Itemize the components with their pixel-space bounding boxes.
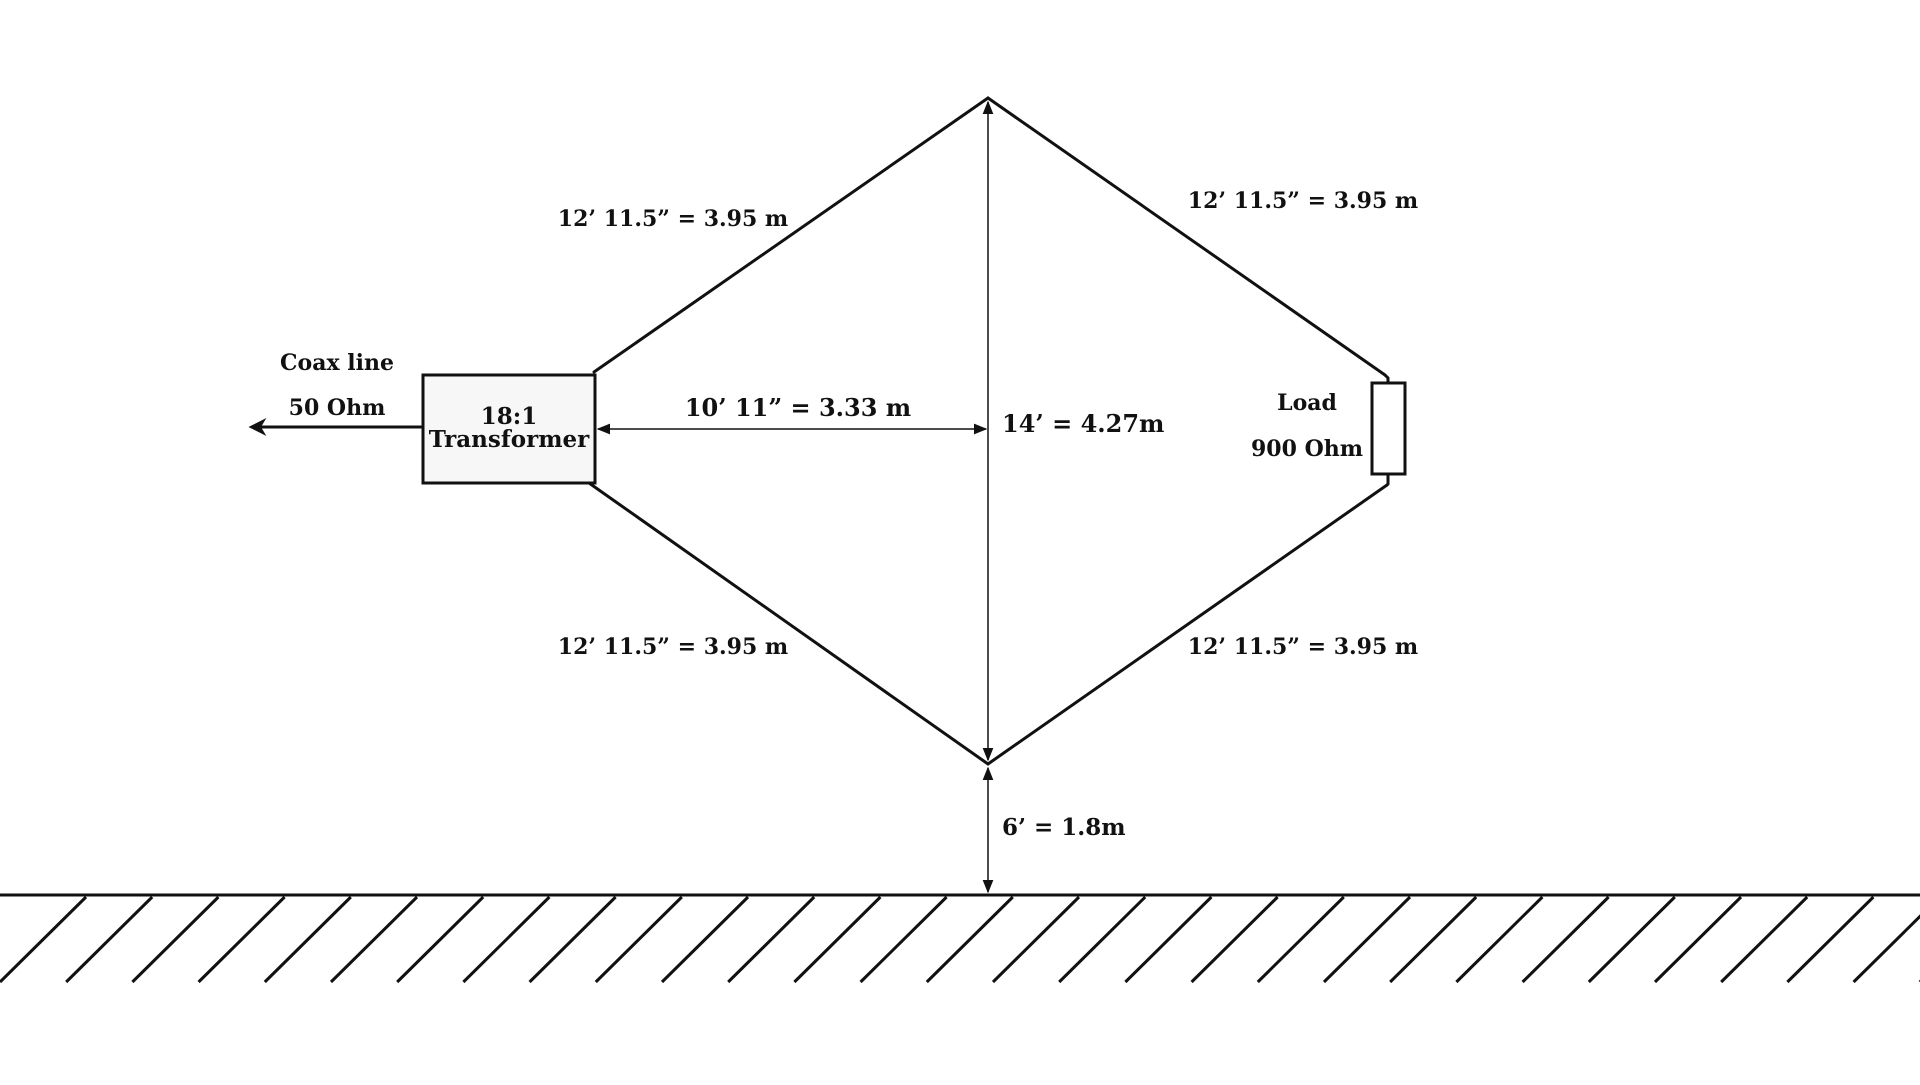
ground-hatch-line bbox=[1589, 897, 1675, 982]
wire-upper-right bbox=[988, 98, 1385, 375]
ground-hatch-line bbox=[1125, 897, 1211, 982]
wire-lower-right bbox=[988, 485, 1387, 764]
ground-hatch-line bbox=[1721, 897, 1807, 982]
load-impedance: 900 Ohm bbox=[1251, 436, 1363, 462]
coax-feed: Coax line 50 Ohm bbox=[252, 350, 423, 427]
ground-hatch-line bbox=[1390, 897, 1476, 982]
ground-hatch-line bbox=[1192, 897, 1278, 982]
transformer: 18:1 Transformer bbox=[423, 375, 595, 483]
ground-hatch-line bbox=[1456, 897, 1542, 982]
lower-right-leg-label: 12’ 11.5” = 3.95 m bbox=[1188, 634, 1418, 660]
ground-hatch-line bbox=[1258, 897, 1344, 982]
ground-hatch-line bbox=[993, 897, 1079, 982]
wire-lower-left bbox=[589, 483, 988, 764]
ground bbox=[0, 895, 1920, 982]
ground-hatch-line bbox=[132, 897, 218, 982]
ground-hatch-line bbox=[463, 897, 549, 982]
ground-hatch-line bbox=[728, 897, 814, 982]
ground-hatch-line bbox=[66, 897, 152, 982]
load-resistor: Load 900 Ohm bbox=[1251, 383, 1405, 474]
ground-hatch-line bbox=[199, 897, 285, 982]
transformer-label: Transformer bbox=[429, 426, 590, 453]
ground-hatch-line bbox=[530, 897, 616, 982]
resistor-icon bbox=[1372, 383, 1405, 474]
ground-hatch-line bbox=[0, 897, 86, 982]
ground-hatch-line bbox=[1324, 897, 1410, 982]
wire-upper-left bbox=[594, 98, 988, 372]
half-length-label: 10’ 11” = 3.33 m bbox=[685, 393, 911, 422]
ground-hatch-line bbox=[1787, 897, 1873, 982]
ground-hatching bbox=[0, 897, 1920, 982]
ground-hatch-line bbox=[596, 897, 682, 982]
ground-hatch-line bbox=[265, 897, 351, 982]
upper-right-leg-label: 12’ 11.5” = 3.95 m bbox=[1188, 188, 1418, 214]
ground-hatch-line bbox=[1655, 897, 1741, 982]
ground-hatch-line bbox=[1059, 897, 1145, 982]
height-label: 14’ = 4.27m bbox=[1002, 409, 1164, 438]
lower-left-leg-label: 12’ 11.5” = 3.95 m bbox=[558, 634, 788, 660]
upper-left-leg-label: 12’ 11.5” = 3.95 m bbox=[558, 206, 788, 232]
ground-hatch-line bbox=[397, 897, 483, 982]
wire-right-lower-stub bbox=[1387, 474, 1388, 485]
coax-label: Coax line bbox=[280, 350, 394, 376]
load-label: Load bbox=[1277, 390, 1337, 416]
coax-impedance: 50 Ohm bbox=[289, 395, 386, 421]
ground-hatch-line bbox=[662, 897, 748, 982]
ground-hatch-line bbox=[794, 897, 880, 982]
ground-hatch-line bbox=[861, 897, 947, 982]
ground-clearance-label: 6’ = 1.8m bbox=[1002, 814, 1126, 841]
ground-hatch-line bbox=[331, 897, 417, 982]
ground-hatch-line bbox=[1854, 897, 1920, 982]
ground-hatch-line bbox=[927, 897, 1013, 982]
ground-hatch-line bbox=[1523, 897, 1609, 982]
